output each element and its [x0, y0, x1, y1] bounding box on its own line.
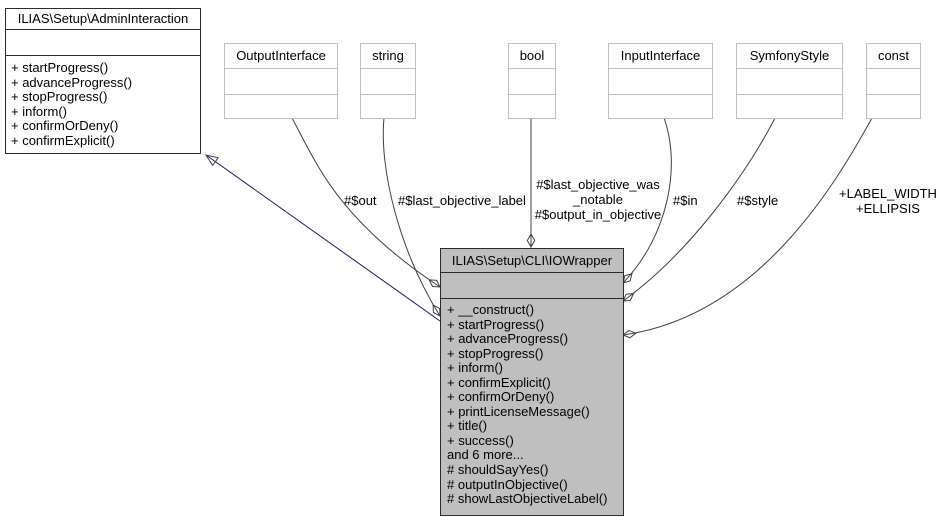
class-node-admin-interaction[interactable]: ILIAS\Setup\AdminInteraction + startProg… [5, 8, 201, 154]
edge-inputinterface-in [622, 117, 672, 284]
attributes-compartment [737, 69, 842, 95]
type-title: bool [509, 44, 555, 69]
edge-label-bool-members: #$last_objective_was _notable #$output_i… [533, 177, 663, 222]
method-item: + confirmExplicit() [11, 132, 115, 148]
method-item: + inform() [447, 360, 503, 376]
edge-label-line: #$last_objective_was [536, 177, 660, 192]
method-item: # shouldSayYes() [447, 462, 549, 478]
edge-label-out: #$out [344, 193, 377, 208]
edge-label-in: #$in [673, 193, 698, 208]
type-node-outputinterface: OutputInterface [224, 43, 338, 119]
class-title: ILIAS\Setup\AdminInteraction [6, 9, 200, 30]
method-item: + advanceProgress() [447, 331, 569, 347]
methods-compartment: + __construct() + startProgress() + adva… [441, 299, 623, 511]
type-node-symfonystyle: SymfonyStyle [736, 43, 843, 119]
edge-label-last-objective-label: #$last_objective_label [398, 193, 526, 208]
attributes-compartment [509, 69, 555, 95]
type-title: InputInterface [609, 44, 712, 69]
method-item: + advanceProgress() [11, 74, 133, 90]
type-title: string [361, 44, 415, 69]
method-item: + stopProgress() [11, 89, 108, 105]
methods-compartment: + startProgress() + advanceProgress() + … [6, 56, 200, 154]
class-title: ILIAS\Setup\CLI\IOWrapper [441, 249, 623, 273]
method-item: + startProgress() [11, 60, 109, 75]
attributes-compartment [6, 30, 200, 56]
edge-label-line: +ELLIPSIS [856, 201, 920, 216]
edge-string-last-objective-label [382, 117, 441, 317]
type-node-string: string [360, 43, 416, 119]
method-item: + title() [447, 418, 488, 434]
attributes-compartment [609, 69, 712, 95]
method-item: + success() [447, 432, 514, 448]
method-item: + __construct() [447, 302, 535, 317]
method-item: + printLicenseMessage() [447, 403, 590, 419]
edge-label-line: _notable [573, 192, 623, 207]
edge-label-line: +LABEL_WIDTH [839, 186, 937, 201]
attributes-compartment [361, 69, 415, 95]
type-node-bool: bool [508, 43, 556, 119]
method-item: + confirmOrDeny() [11, 118, 119, 134]
type-node-inputinterface: InputInterface [608, 43, 713, 119]
edge-label-style: #$style [737, 193, 779, 208]
type-title: OutputInterface [225, 44, 337, 69]
class-node-iowrapper[interactable]: ILIAS\Setup\CLI\IOWrapper + __construct(… [440, 248, 624, 516]
edge-inheritance-iowrapper-admininteraction [204, 154, 441, 322]
method-item: # outputInObjective() [447, 476, 568, 492]
type-title: const [867, 44, 920, 69]
method-item: + confirmOrDeny() [447, 389, 555, 405]
method-item: + confirmExplicit() [447, 374, 551, 390]
attributes-compartment [867, 69, 920, 95]
method-item: and 6 more... [447, 447, 524, 463]
method-item: + inform() [11, 103, 67, 119]
type-title: SymfonyStyle [737, 44, 842, 69]
method-item: + startProgress() [447, 316, 545, 332]
edge-symfonystyle-style [622, 117, 776, 302]
attributes-compartment [225, 69, 337, 95]
method-item: + stopProgress() [447, 345, 544, 361]
type-node-const: const [866, 43, 921, 119]
attributes-compartment [441, 273, 623, 299]
edge-label-constants: +LABEL_WIDTH +ELLIPSIS [836, 186, 940, 216]
edge-const-constants [621, 117, 873, 339]
edge-outputinterface-out [291, 117, 441, 288]
edge-label-line: #$output_in_objective [534, 207, 662, 222]
method-item: # showLastObjectiveLabel() [447, 491, 608, 507]
